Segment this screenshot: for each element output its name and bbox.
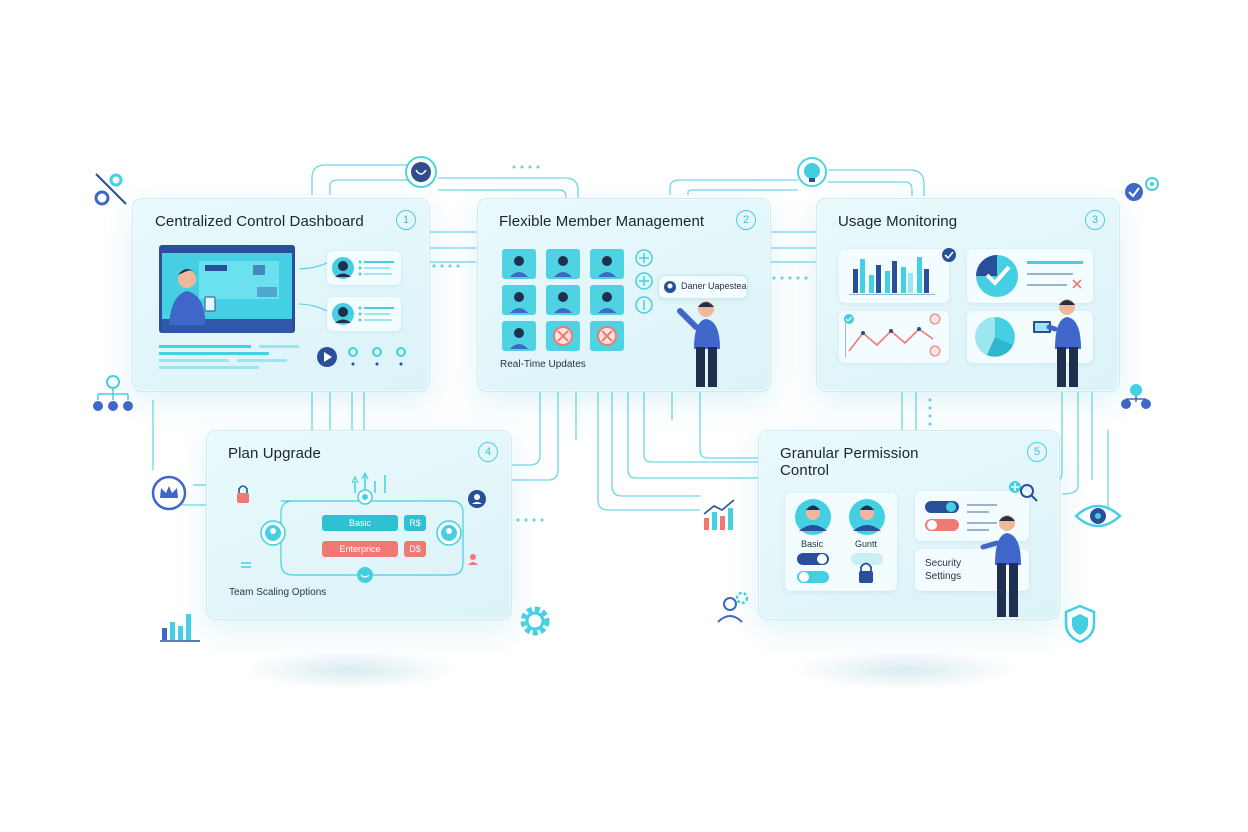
ground-shadow	[790, 650, 1020, 690]
user-avatar-icon	[664, 281, 676, 293]
step-number-badge: 4	[478, 442, 498, 462]
caption: Team Scaling Options	[229, 587, 327, 598]
person-with-tablet-illustration	[1033, 299, 1081, 387]
step-number-badge: 2	[736, 210, 756, 230]
card-title-line: Control	[780, 462, 830, 479]
basic-plan-price: R$	[404, 515, 426, 531]
link-arrows	[299, 262, 328, 312]
card-title-line: Granular Permission	[780, 445, 919, 462]
user-gear-icon	[717, 591, 749, 623]
card-title: Usage Monitoring	[838, 213, 958, 230]
step-number-badge: 1	[396, 210, 416, 230]
crown-icon	[151, 475, 187, 511]
checkmark-icon	[1125, 177, 1159, 201]
dashboard-controls	[159, 345, 406, 369]
basic-plan-pill[interactable]: Basic	[322, 515, 398, 531]
role-label: Guntt	[855, 539, 878, 549]
enterprise-plan-pill[interactable]: Enterprice	[322, 541, 398, 557]
person-illustration	[980, 481, 1021, 617]
dashboard-card: Centralized Control Dashboard 1	[132, 198, 430, 392]
person-illustration	[677, 301, 720, 387]
card-title: Granular Permission Control	[780, 445, 919, 479]
card-title: Centralized Control Dashboard	[155, 213, 364, 230]
card-title: Flexible Member Management	[499, 213, 705, 230]
step-number-badge: 3	[1085, 210, 1105, 230]
gear-icon	[520, 606, 550, 636]
monitor-illustration	[159, 245, 295, 333]
roles-panel: Basic Guntt	[785, 493, 897, 591]
step-number-badge: 5	[1027, 442, 1047, 462]
gears-icon	[94, 173, 127, 206]
eye-icon	[1074, 504, 1122, 528]
enterprise-plan-price: D$	[404, 541, 426, 557]
member-tooltip: Daner Uapestea	[658, 275, 748, 299]
add-remove-controls	[635, 249, 653, 314]
trend-chart-icon	[703, 499, 735, 530]
ground-shadow	[240, 650, 460, 690]
user-row	[327, 251, 401, 285]
permission-control-card: Granular Permission Control 5 Basic Gunt…	[758, 430, 1060, 620]
usage-monitoring-card: Usage Monitoring 3	[816, 198, 1120, 392]
card-title: Plan Upgrade	[228, 445, 321, 462]
plan-upgrade-card: Plan Upgrade 4 Basic R$ Enterprice D$ Te…	[206, 430, 512, 620]
caption: Real-Time Updates	[500, 359, 586, 370]
member-management-card: Flexible Member Management 2 Daner Uapes…	[477, 198, 771, 392]
checkmark-icon	[942, 248, 956, 262]
hierarchy-icon	[93, 375, 133, 411]
shield-icon	[1064, 604, 1096, 644]
role-label: Basic	[801, 539, 824, 549]
member-grid	[502, 249, 624, 351]
progress-panel	[967, 249, 1093, 303]
tooltip-text: Daner Uapestea	[681, 281, 747, 291]
bear-node-icon	[405, 156, 437, 188]
user-row	[327, 297, 401, 331]
bar-chart-panel	[839, 249, 949, 303]
bulb-node-icon	[797, 157, 827, 187]
team-icon	[1121, 384, 1151, 409]
plan-flow-diagram	[237, 471, 486, 583]
bar-chart-icon	[160, 614, 200, 642]
settings-label: Settings	[925, 571, 962, 582]
settings-label: Security	[925, 558, 962, 569]
toggle-settings-panel	[915, 491, 1029, 541]
search-icon	[1020, 484, 1038, 502]
line-chart-panel	[839, 311, 949, 363]
